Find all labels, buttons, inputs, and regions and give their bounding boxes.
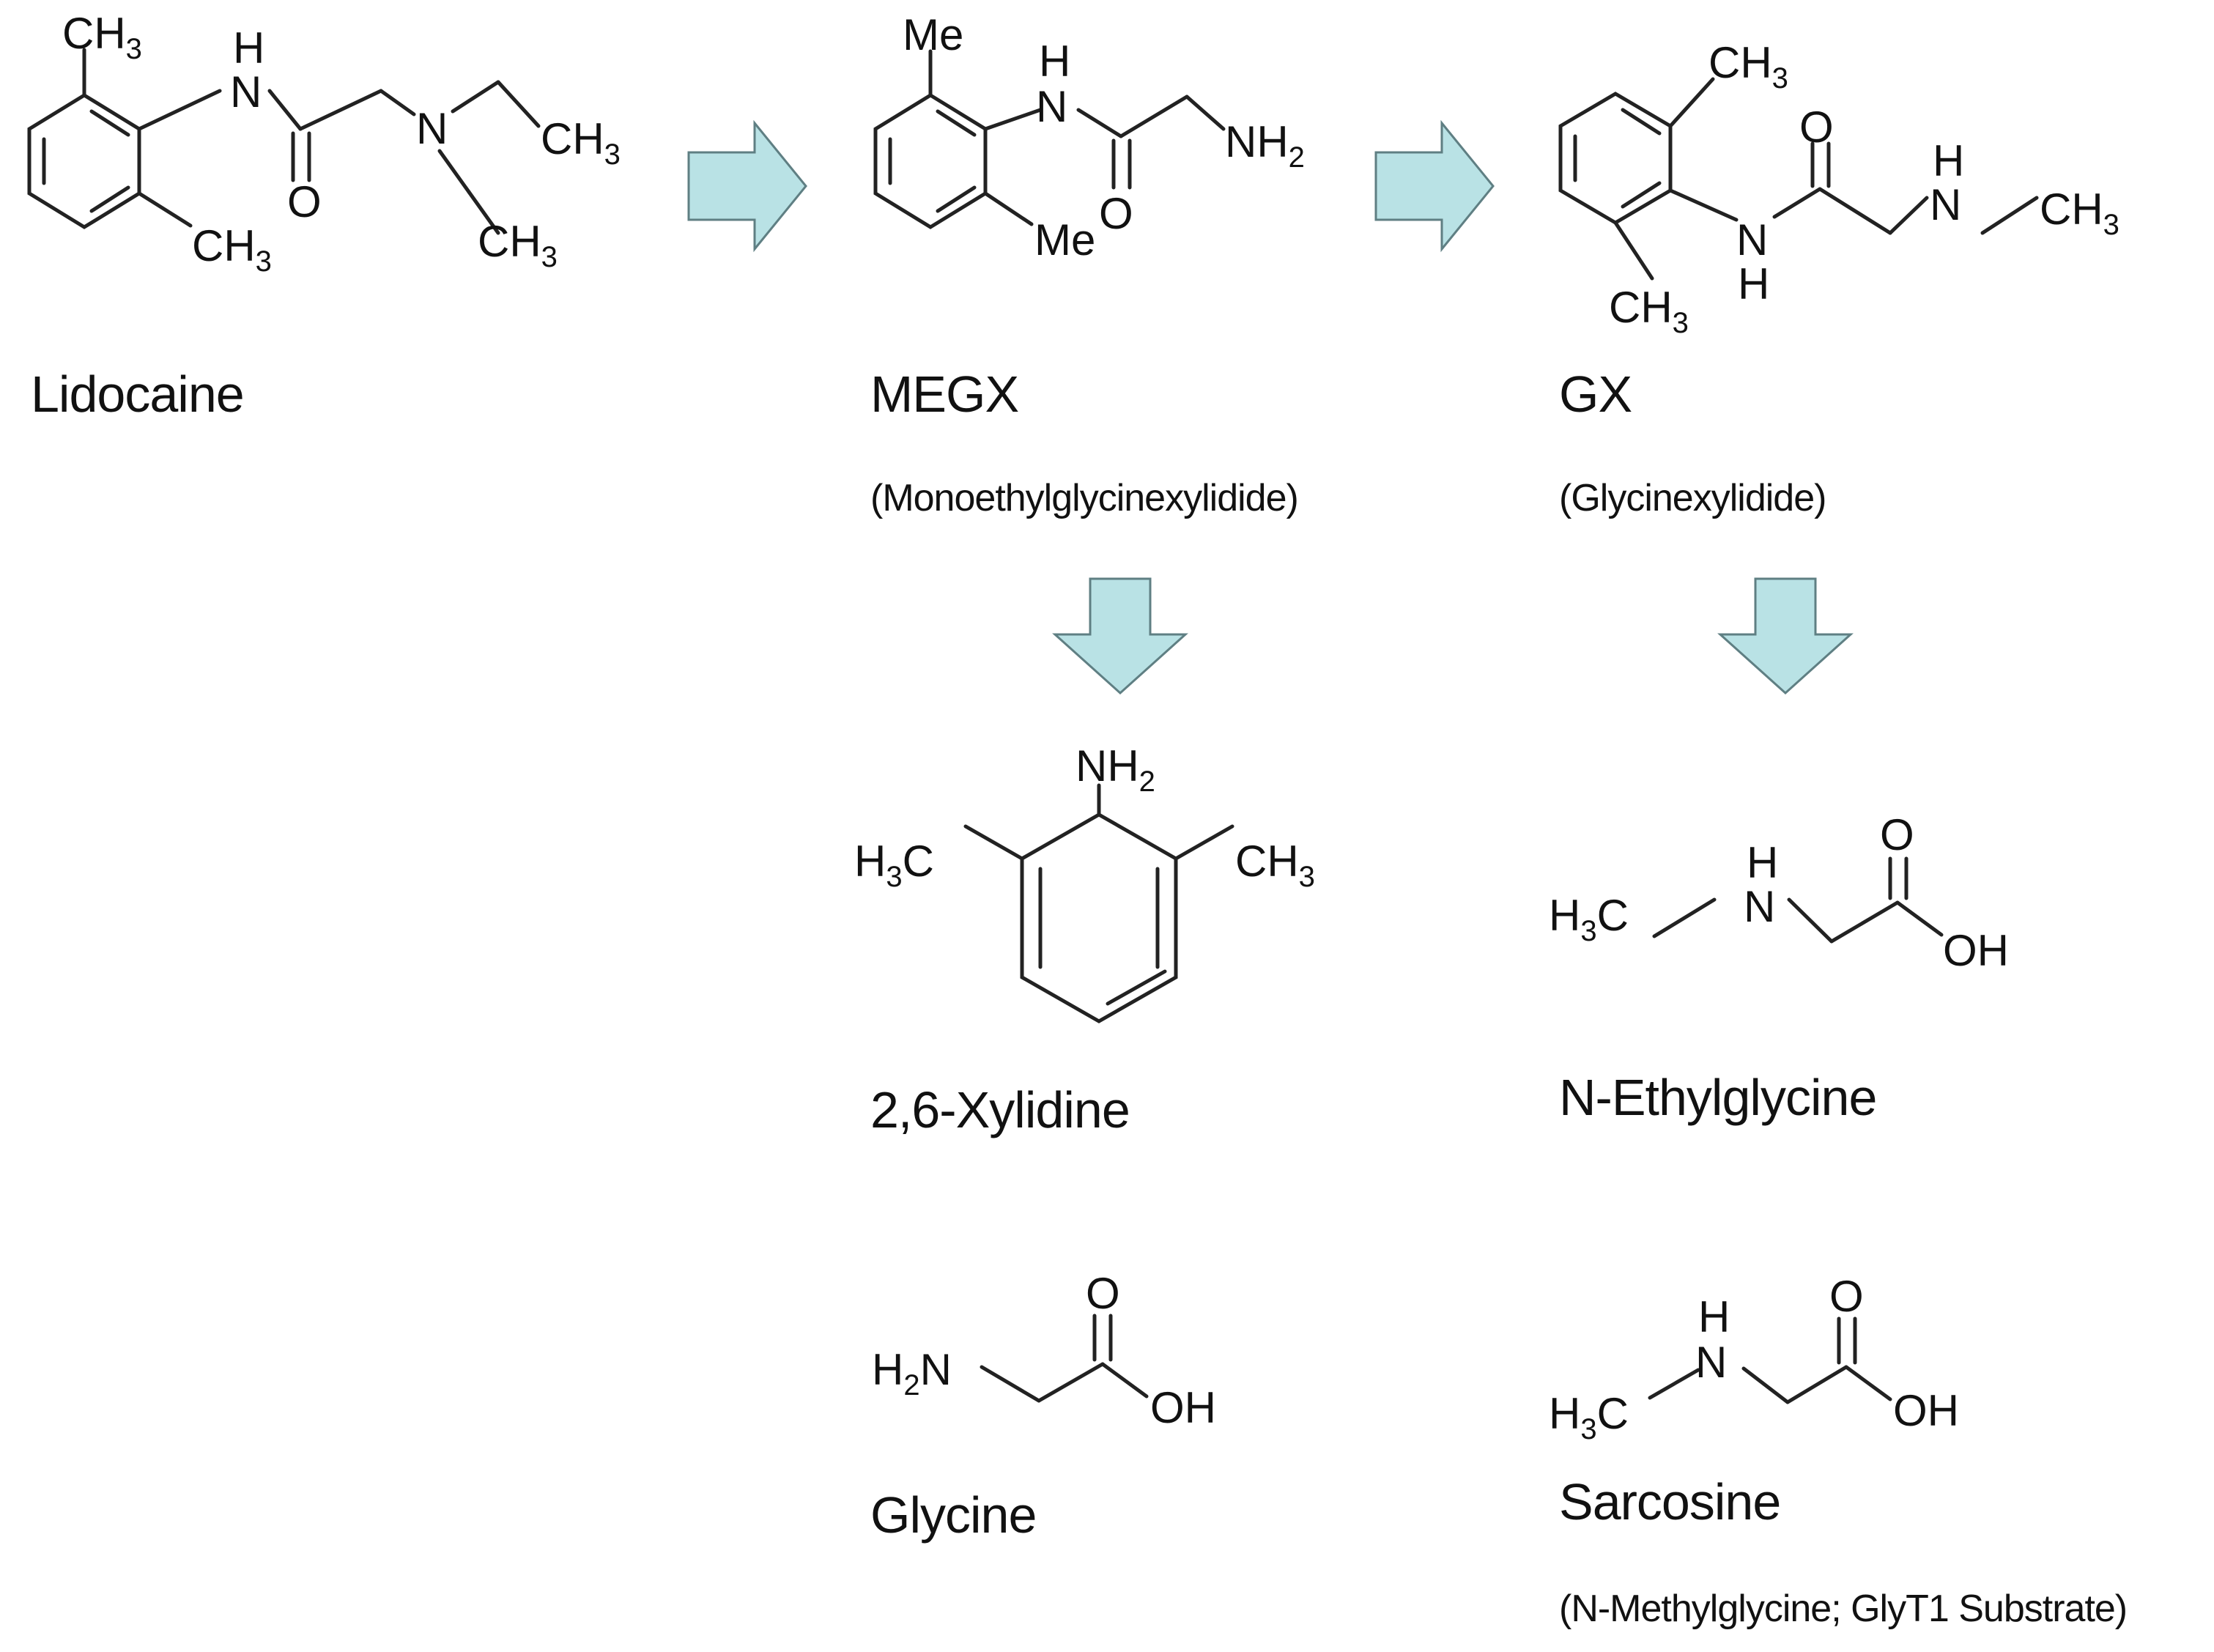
atom-h: H	[1738, 259, 1769, 308]
atom-n: N	[1930, 180, 1961, 229]
atom-n: N	[230, 67, 262, 116]
atom-h3c: H	[854, 837, 886, 886]
megx-structure: Me Me H N O NH2	[873, 10, 1305, 264]
atom-h: H	[872, 1345, 903, 1394]
megx-full-name: (Monoethylglycinexylidide)	[870, 477, 1299, 519]
svg-text:NH2: NH2	[1075, 741, 1155, 798]
svg-text:CH3: CH3	[2040, 185, 2119, 241]
atom-n: N	[1744, 882, 1775, 931]
arrow-down-icon	[1052, 577, 1188, 695]
svg-text:CH3: CH3	[1609, 283, 1689, 339]
atom-h: H	[1039, 37, 1070, 86]
svg-text:CH3: CH3	[1708, 38, 1788, 95]
sarcosine-structure: H3C H N O OH	[1549, 1272, 1959, 1445]
atom-o: O	[1086, 1269, 1120, 1318]
atom-me: Me	[1034, 215, 1095, 264]
svg-text:CH3: CH3	[541, 114, 621, 171]
atom-n: N	[1736, 215, 1768, 264]
svg-text:H3C: H3C	[1549, 891, 1629, 947]
atom-ch: CH	[478, 217, 541, 266]
atom-ch: CH	[1235, 837, 1299, 886]
sarcosine-label: Sarcosine	[1559, 1473, 1781, 1530]
lidocaine-label: Lidocaine	[31, 366, 245, 423]
atom-ch: CH	[1609, 283, 1673, 332]
gx-label: GX	[1559, 366, 1632, 423]
atom-h: H	[233, 23, 264, 73]
atom-h3c: H	[1549, 1389, 1580, 1438]
xylidine-label: 2,6-Xylidine	[870, 1081, 1130, 1138]
glycine-structure: H2N O OH	[872, 1269, 1216, 1432]
atom-ch: CH	[541, 114, 604, 163]
svg-text:CH3: CH3	[62, 9, 142, 65]
atom-n: N	[1036, 82, 1067, 131]
atom-oh: OH	[1893, 1386, 1959, 1435]
gx-full-name: (Glycinexylidide)	[1559, 477, 1826, 519]
svg-text:H3C: H3C	[1549, 1389, 1629, 1445]
atom-h: H	[1698, 1292, 1730, 1341]
svg-text:NH2: NH2	[1225, 117, 1305, 174]
svg-text:CH3: CH3	[1235, 837, 1315, 893]
ethylglycine-label: N-Ethylglycine	[1559, 1069, 1877, 1126]
atom-o: O	[1099, 189, 1133, 238]
atom-me: Me	[903, 10, 963, 59]
atom-ch: CH	[62, 9, 126, 58]
megx-label: MEGX	[870, 366, 1019, 423]
atom-o: O	[1880, 810, 1914, 859]
atom-nh: NH	[1075, 741, 1139, 790]
arrow-right-icon	[1374, 119, 1495, 253]
atom-h3c: H	[1549, 891, 1580, 940]
atom-n: N	[1695, 1338, 1727, 1387]
glycine-label: Glycine	[870, 1486, 1037, 1544]
sarcosine-full-name: (N-Methylglycine; GlyT1 Substrate)	[1559, 1588, 2128, 1630]
atom-h: H	[1933, 136, 1964, 185]
atom-o: O	[1799, 103, 1834, 152]
svg-text:H2N: H2N	[872, 1345, 952, 1401]
atom-ch: CH	[1708, 38, 1772, 87]
svg-text:CH3: CH3	[478, 217, 558, 273]
arrow-down-icon	[1717, 577, 1854, 695]
svg-text:H3C: H3C	[854, 837, 934, 893]
svg-text:CH3: CH3	[192, 221, 272, 278]
xylidine-structure: NH2 CH3 H3C	[854, 741, 1315, 1023]
atom-h: H	[1747, 838, 1778, 887]
atom-oh: OH	[1150, 1383, 1216, 1432]
atom-ch: CH	[2040, 185, 2103, 234]
atom-o: O	[287, 177, 322, 226]
atom-nh: NH	[1225, 117, 1289, 166]
atom-oh: OH	[1943, 926, 2009, 975]
atom-o: O	[1829, 1272, 1864, 1321]
atom-ch: CH	[192, 221, 256, 270]
gx-structure: CH3 CH3 O N H H N CH3	[1558, 38, 2119, 339]
ethylglycine-structure: H3C H N O OH	[1549, 810, 2009, 975]
arrow-right-icon	[687, 119, 807, 253]
lidocaine-structure: CH3 CH3 H N O N CH3 CH3	[27, 9, 621, 278]
atom-n: N	[416, 104, 448, 153]
